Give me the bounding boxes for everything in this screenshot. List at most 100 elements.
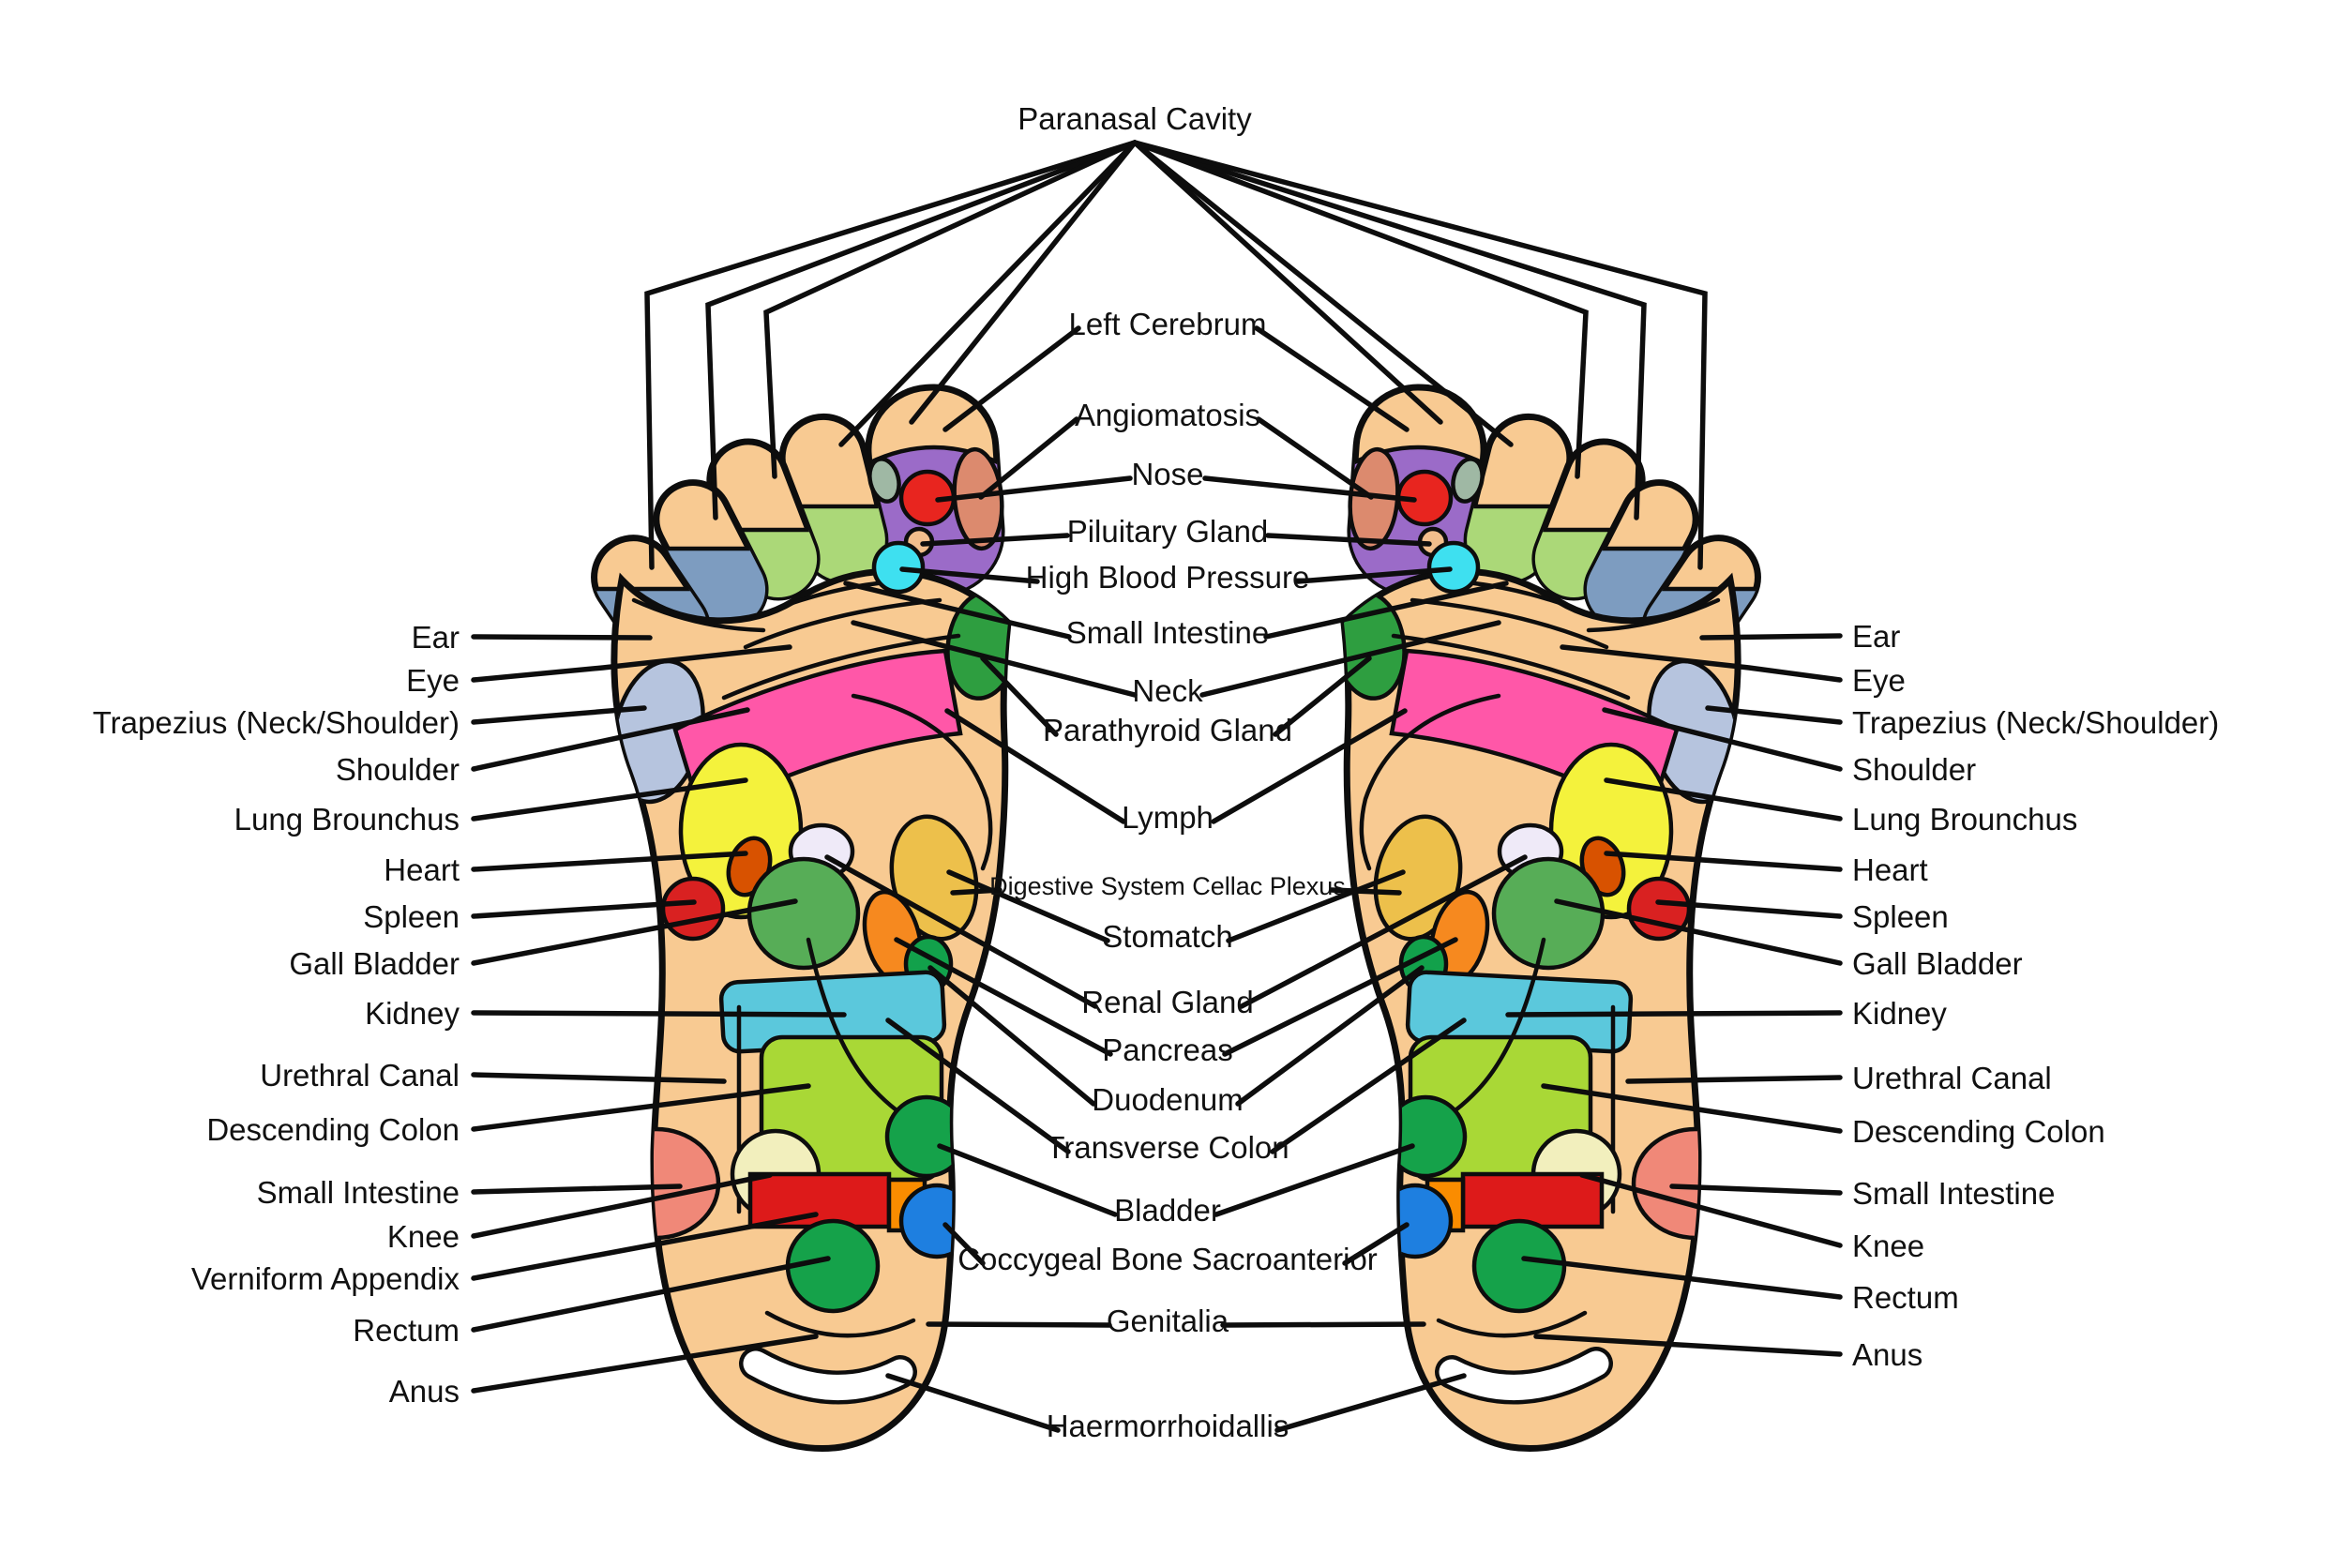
- fan-line-l5: [644, 140, 1138, 570]
- leader-right-eye: [1560, 644, 1843, 683]
- leader-left-desccolon: [471, 1083, 811, 1132]
- label-left-ear: Ear: [412, 620, 460, 655]
- label-center-high-blood-pressure: High Blood Pressure: [1026, 560, 1310, 595]
- fan-line-l1: [909, 140, 1138, 425]
- leader-genitalia-l: [926, 1321, 1112, 1328]
- label-center-haermorrhoidallis: Haermorrhoidallis: [1047, 1409, 1289, 1443]
- label-center-transverse-colon: Transverse Colon: [1046, 1130, 1289, 1165]
- leader-csmallint-l: [843, 580, 1072, 640]
- leader-left-kidney: [471, 1010, 847, 1018]
- leader-coccygeal-r: [1342, 1222, 1410, 1266]
- leader-right-heart: [1604, 851, 1843, 872]
- leader-neck-r: [1199, 620, 1501, 698]
- leader-csmallint-r: [1263, 580, 1509, 640]
- label-left-verniform-appendix: Verniform Appendix: [191, 1261, 460, 1296]
- fan-line-r2: [1132, 140, 1514, 447]
- label-left-heart: Heart: [384, 852, 460, 887]
- label-right-gall-bladder: Gall Bladder: [1852, 946, 2023, 981]
- leader-right-gall: [1554, 898, 1843, 966]
- leader-haermorrhoid-l: [885, 1373, 1061, 1433]
- label-left-spleen: Spleen: [363, 899, 460, 934]
- fan-line-l3: [763, 140, 1138, 479]
- leader-left-gall: [471, 898, 798, 966]
- label-center-bladder: Bladder: [1114, 1193, 1221, 1228]
- leader-left-rectum: [471, 1256, 831, 1333]
- leader-digestive-r: [1329, 887, 1402, 896]
- fan-line-r4: [1132, 140, 1647, 520]
- leader-highbp-l: [899, 566, 1040, 584]
- paranasal-fan: [644, 140, 1708, 570]
- leader-left-knee: [471, 1172, 773, 1239]
- leader-angiomatosis-r: [1256, 416, 1374, 500]
- label-left-knee: Knee: [387, 1219, 460, 1254]
- label-center-duodenum: Duodenum: [1092, 1082, 1243, 1117]
- label-center-nose: Nose: [1131, 457, 1203, 491]
- leader-right-desccolon: [1541, 1083, 1843, 1134]
- leader-right-anus: [1533, 1334, 1843, 1357]
- label-left-rectum: Rectum: [353, 1313, 460, 1348]
- leader-lines-center: [824, 325, 1528, 1433]
- leader-right-smallint: [1669, 1184, 1843, 1196]
- label-left-trapezius: Trapezius (Neck/Shoulder): [93, 705, 460, 740]
- fan-line-l4: [705, 140, 1138, 520]
- label-right-anus: Anus: [1852, 1337, 1922, 1372]
- leader-transverse-r: [1270, 1018, 1467, 1154]
- leader-right-shoulder: [1602, 707, 1843, 772]
- label-left-small-intestine: Small Intestine: [257, 1175, 460, 1210]
- label-center-small-intestine: Small Intestine: [1066, 615, 1269, 650]
- fan-line-r3: [1132, 140, 1589, 479]
- leader-lines-left: [471, 634, 847, 1394]
- leader-nose-r: [1202, 475, 1417, 503]
- leader-cerebrum-r: [1254, 325, 1410, 432]
- label-center-digestive-plexus: Digestive System Cellac Plexus: [989, 872, 1346, 900]
- label-center-parathyroid-gland: Parathyroid Gland: [1043, 713, 1292, 747]
- leader-haermorrhoid-r: [1274, 1373, 1467, 1433]
- label-right-eye: Eye: [1852, 663, 1906, 698]
- label-left-anus: Anus: [389, 1374, 460, 1409]
- leader-left-heart: [471, 851, 748, 872]
- label-left-lung-brounchus: Lung Brounchus: [234, 802, 460, 837]
- leader-left-urethral: [471, 1072, 727, 1084]
- leader-left-verniform: [471, 1212, 819, 1281]
- label-center-pancreas: Pancreas: [1102, 1033, 1232, 1067]
- leader-left-trapezius: [471, 705, 647, 725]
- leader-bladder-r: [1214, 1143, 1415, 1217]
- leader-highbp-r: [1295, 566, 1453, 584]
- labels-center: Left Cerebrum Angiomatosis Nose Piluitar…: [957, 307, 1378, 1443]
- leader-left-lung: [471, 777, 748, 822]
- leader-genitalia-r: [1220, 1321, 1426, 1328]
- leader-lines-right: [1505, 633, 1843, 1357]
- label-right-small-intestine: Small Intestine: [1852, 1176, 2055, 1211]
- label-paranasal-cavity: Paranasal Cavity: [1018, 101, 1252, 136]
- leader-right-knee: [1579, 1172, 1843, 1248]
- leader-parathyroid-l: [980, 656, 1059, 737]
- leader-piluitary-l: [920, 533, 1070, 547]
- leader-parathyroid-r: [1273, 656, 1372, 737]
- fan-line-l2: [838, 140, 1138, 447]
- label-center-stomatch: Stomatch: [1102, 919, 1232, 954]
- leader-right-kidney: [1505, 1010, 1843, 1018]
- label-right-kidney: Kidney: [1852, 996, 1947, 1031]
- label-right-lung-brounchus: Lung Brounchus: [1852, 802, 2077, 837]
- label-left-gall-bladder: Gall Bladder: [289, 946, 460, 981]
- leader-right-trapezius: [1705, 705, 1843, 725]
- label-center-coccygeal-bone: Coccygeal Bone Sacroanterior: [957, 1242, 1378, 1276]
- label-right-shoulder: Shoulder: [1852, 752, 1976, 787]
- labels-left: Ear Eye Trapezius (Neck/Shoulder) Should…: [93, 620, 460, 1409]
- leader-neck-l: [851, 620, 1138, 698]
- leader-left-spleen: [471, 899, 697, 919]
- label-left-descending-colon: Descending Colon: [206, 1112, 460, 1147]
- label-right-heart: Heart: [1852, 852, 1928, 887]
- label-right-descending-colon: Descending Colon: [1852, 1114, 2105, 1149]
- label-center-genitalia: Genitalia: [1107, 1304, 1229, 1338]
- leader-renal-r: [1239, 854, 1528, 1009]
- leader-right-urethral: [1625, 1075, 1843, 1084]
- label-center-piluitary-gland: Piluitary Gland: [1067, 514, 1269, 549]
- label-center-angiomatosis: Angiomatosis: [1075, 398, 1260, 432]
- label-left-shoulder: Shoulder: [336, 752, 460, 787]
- leader-right-spleen: [1655, 899, 1843, 919]
- label-left-kidney: Kidney: [365, 996, 460, 1031]
- leader-bladder-l: [937, 1143, 1118, 1217]
